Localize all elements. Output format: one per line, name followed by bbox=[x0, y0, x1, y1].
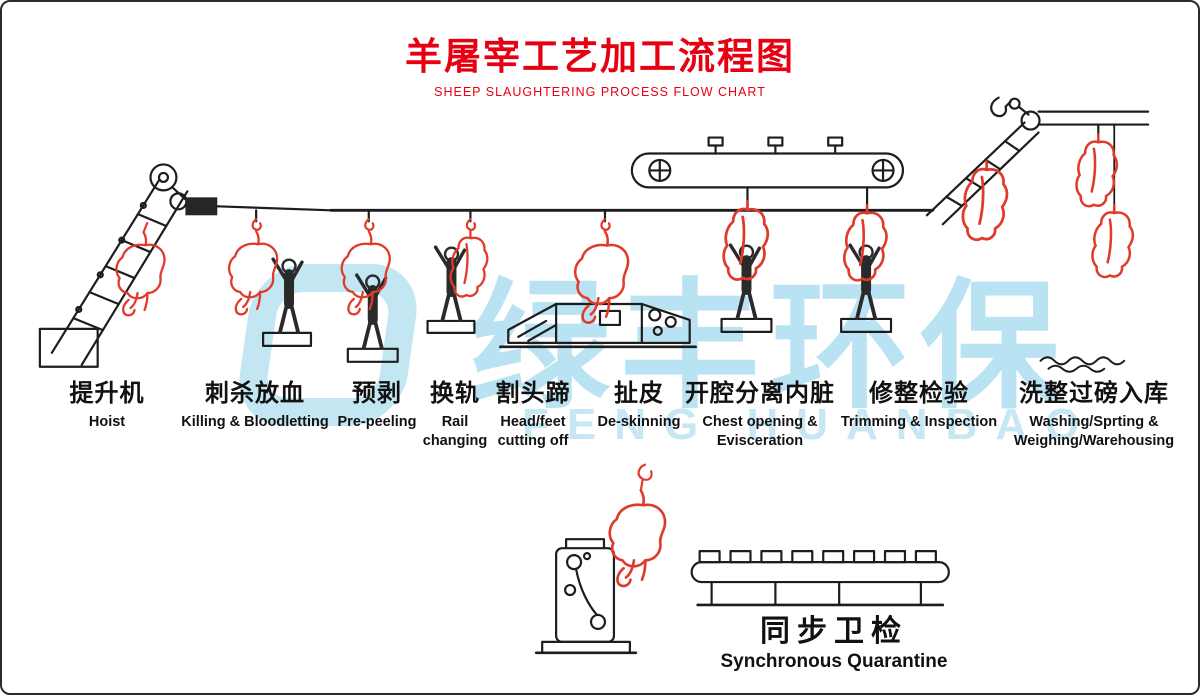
station-en: Trimming & Inspection bbox=[840, 414, 998, 430]
station-en: Hoist bbox=[88, 414, 126, 430]
station-en: De-skinning bbox=[597, 414, 681, 430]
overhead-conveyor-illustration bbox=[630, 136, 905, 207]
station-label-washing-weighing-warehousing: 洗整过磅入库 Washing/Sprting & Weighing/Wareho… bbox=[1004, 378, 1184, 451]
station-label-hoist: 提升机 Hoist bbox=[47, 378, 167, 432]
station-zh: 同步卫检 bbox=[760, 614, 908, 649]
station-en: Synchronous Quarantine bbox=[720, 651, 948, 672]
worker-icon bbox=[731, 245, 760, 318]
station-en: Pre-peeling bbox=[337, 414, 417, 430]
pelt-icon bbox=[1075, 133, 1119, 208]
station-zh: 刺杀放血 bbox=[205, 379, 305, 407]
bottom-machine-illustration bbox=[534, 538, 638, 655]
station-zh: 预剥 bbox=[352, 379, 402, 407]
station-en: Killing & Bloodletting bbox=[181, 414, 329, 430]
station-en: Rail changing bbox=[422, 414, 488, 449]
hoist-machine-illustration bbox=[38, 163, 332, 368]
station-zh: 洗整过磅入库 bbox=[1019, 379, 1169, 407]
pelt-icon bbox=[1091, 204, 1135, 279]
sheep-icon bbox=[608, 489, 667, 588]
station-label-pre-peeling: 预剥 Pre-peeling bbox=[327, 378, 427, 432]
sheep-icon bbox=[340, 230, 391, 316]
station-zh: 修整检验 bbox=[869, 379, 969, 407]
station-label-de-skinning: 扯皮 De-skinning bbox=[584, 378, 694, 432]
station-zh: 换轨 bbox=[430, 379, 480, 407]
worker-icon bbox=[850, 245, 879, 318]
page-title: 羊屠宰工艺加工流程图 bbox=[405, 35, 795, 78]
hook-icon bbox=[637, 463, 653, 491]
station-label-trimming-inspection: 修整检验 Trimming & Inspection bbox=[834, 378, 1004, 432]
station-zh: 提升机 bbox=[69, 379, 145, 407]
station-zh: 开腔分离内脏 bbox=[685, 379, 835, 407]
station-en: Washing/Sprting & Weighing/Warehousing bbox=[1013, 414, 1175, 449]
pelt-icon bbox=[961, 160, 1009, 242]
station-label-killing-bloodletting: 刺杀放血 Killing & Bloodletting bbox=[175, 378, 335, 432]
worker-icon bbox=[357, 275, 386, 348]
station-label-head-feet-cutting: 割头蹄 Head/feet cutting off bbox=[488, 378, 578, 451]
page-subtitle: SHEEP SLAUGHTERING PROCESS FLOW CHART bbox=[434, 85, 766, 99]
station-zh: 扯皮 bbox=[614, 379, 664, 407]
deskinning-machine-illustration bbox=[499, 302, 697, 349]
carcasses bbox=[115, 133, 1135, 588]
station-label-rail-changing: 换轨 Rail changing bbox=[415, 378, 495, 451]
quarantine-conveyor-illustration bbox=[690, 550, 950, 607]
station-label-synchronous-quarantine: 同步卫检 Synchronous Quarantine bbox=[684, 614, 984, 674]
sheep-icon bbox=[573, 229, 630, 324]
overhead-rail bbox=[255, 208, 935, 223]
station-en: Chest opening & Evisceration bbox=[702, 414, 818, 449]
title-block: 羊屠宰工艺加工流程图 SHEEP SLAUGHTERING PROCESS FL… bbox=[2, 26, 1198, 99]
right-incline-rail bbox=[925, 96, 1150, 373]
sheep-icon bbox=[227, 230, 279, 316]
work-pedestals bbox=[262, 317, 893, 363]
station-zh: 割头蹄 bbox=[495, 379, 571, 407]
station-en: Head/feet cutting off bbox=[497, 414, 569, 449]
worker-icon bbox=[436, 247, 465, 320]
station-label-chest-opening-evisceration: 开腔分离内脏 Chest opening & Evisceration bbox=[680, 378, 840, 451]
worker-icon bbox=[273, 259, 302, 332]
